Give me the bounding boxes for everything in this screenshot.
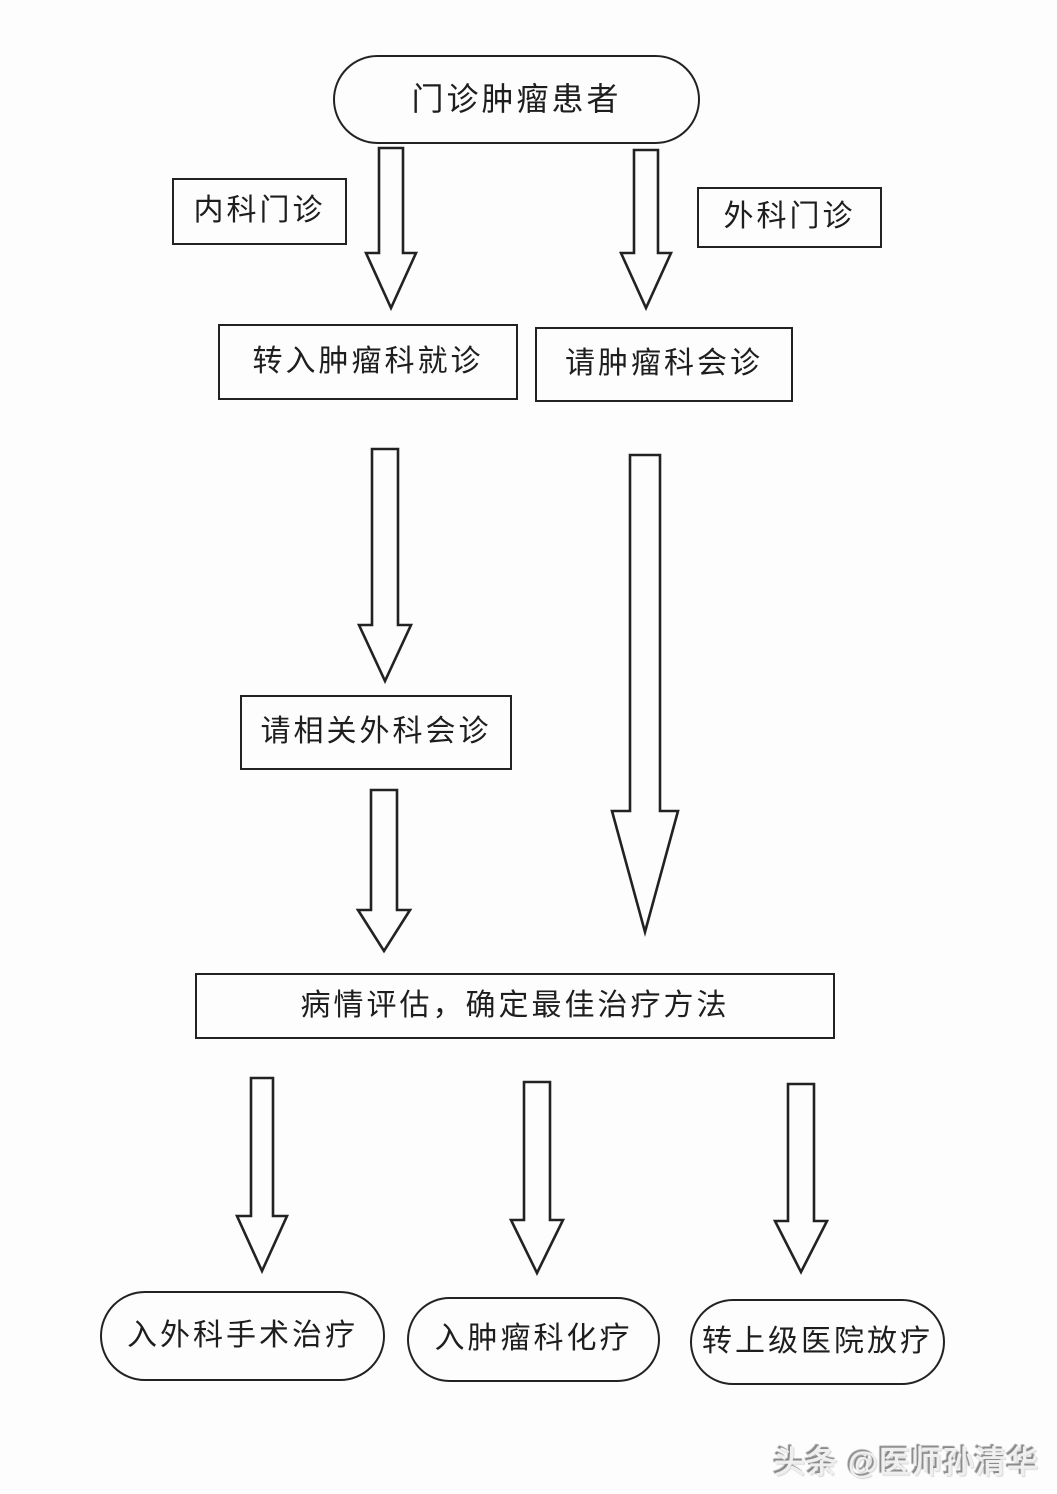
node-outcome-chemotherapy: 入肿瘤科化疗 — [407, 1297, 660, 1382]
node-transfer-to-oncology: 转入肿瘤科就诊 — [218, 324, 518, 400]
node-internal-medicine-clinic: 内科门诊 — [172, 178, 347, 245]
down-arrow-surgconsult-to-evaluation — [355, 788, 413, 954]
down-arrow-transfer-to-surgconsult — [356, 447, 414, 685]
node-outcome-surgical-treatment: 入外科手术治疗 — [100, 1291, 385, 1381]
node-outpatient-tumor-patient: 门诊肿瘤患者 — [333, 55, 700, 144]
node-surgical-consultation: 请相关外科会诊 — [240, 695, 512, 770]
down-arrow-evaluation-to-surgery — [234, 1076, 290, 1275]
node-oncology-consultation: 请肿瘤科会诊 — [535, 327, 793, 402]
down-arrow-consult-to-evaluation — [610, 453, 680, 937]
down-arrow-evaluation-to-radio — [772, 1082, 830, 1275]
node-surgical-clinic: 外科门诊 — [697, 187, 882, 248]
down-arrow-start-to-consult — [618, 148, 674, 312]
toutiao-watermark: 头条 @医师孙清华 — [774, 1445, 1039, 1480]
down-arrow-evaluation-to-chemo — [508, 1080, 566, 1276]
node-condition-evaluation: 病情评估，确定最佳治疗方法 — [195, 973, 835, 1039]
down-arrow-start-to-transfer — [363, 146, 419, 312]
node-outcome-radiotherapy: 转上级医院放疗 — [690, 1299, 945, 1385]
